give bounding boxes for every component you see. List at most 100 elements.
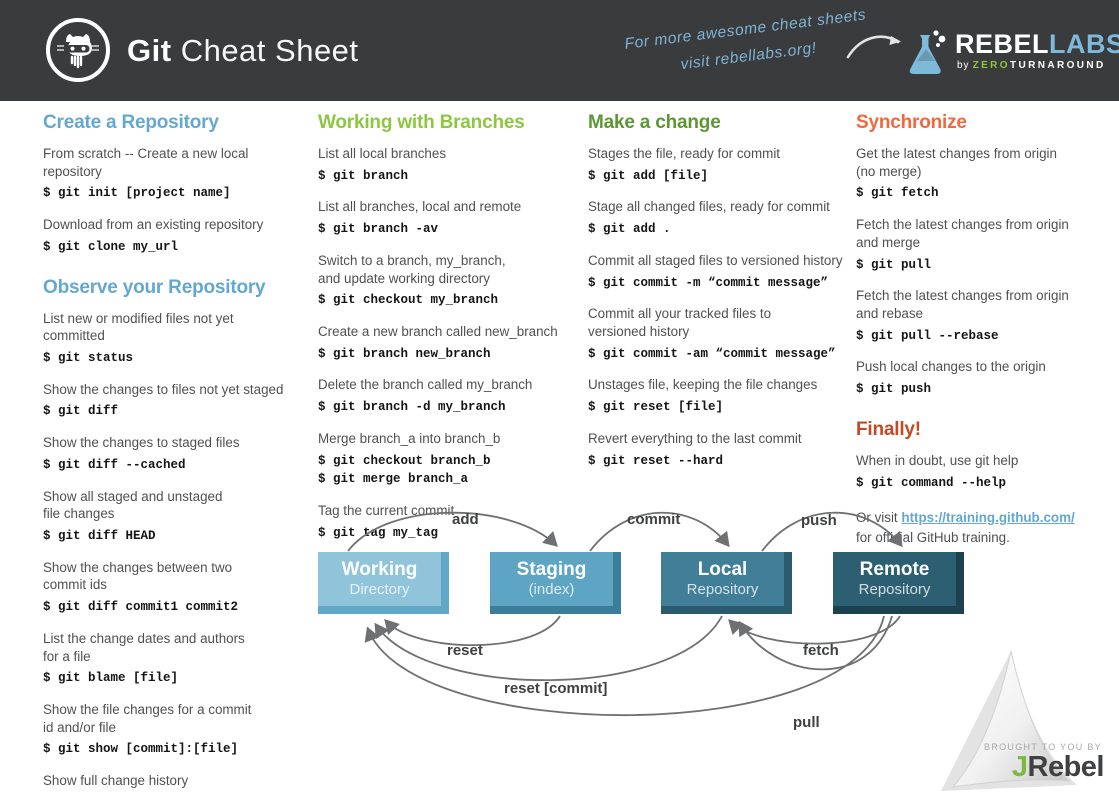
box-subtitle: Directory (349, 580, 410, 598)
git-command: $ git pull --rebase (856, 328, 999, 343)
git-command: $ git branch (318, 168, 409, 183)
git-command: $ git branch -av (318, 222, 439, 237)
git-command: $ git commit -m “commit message” (588, 275, 829, 290)
git-command: $ git status (43, 350, 134, 365)
cheat-item: Delete the branch called my_branch$ git … (318, 376, 574, 416)
git-command: $ git diff HEAD (43, 528, 156, 543)
cheat-item: Merge branch_a into branch_b $ git checko… (318, 430, 574, 489)
arrow-label-pull: pull (793, 714, 820, 731)
cheat-item: List all branches, local and remote $ git… (318, 198, 574, 238)
box-local-repository: Local Repository (661, 552, 792, 614)
git-command: $ git push (856, 382, 932, 397)
cheat-item: Push local changes to the origin $ git pu… (856, 358, 1112, 398)
cheat-item: Fetch the latest changes from origin and… (856, 216, 1112, 274)
command-description: Commit all staged files to versioned his… (588, 252, 843, 268)
cheat-item: Show the file changes for a commit id an… (43, 701, 295, 759)
section-heading: Working with Branches (318, 112, 525, 133)
git-command: $ git diff commit1 commit2 (43, 600, 239, 615)
command-description: Fetch the latest changes from origin and… (856, 217, 1069, 250)
cheat-item: Show the changes to files not yet staged… (43, 381, 295, 421)
logo-rebel-text: REBEL (955, 29, 1050, 59)
section-heading: Make a change (588, 112, 721, 133)
cheat-item: Get the latest changes from origin (no m… (856, 145, 1112, 203)
byline-zero: ZERO (972, 60, 1010, 71)
arrow-label-push: push (801, 512, 837, 529)
cheat-item: Show full change history$ git log (43, 772, 295, 793)
command-description: Show the changes to files not yet staged (43, 381, 284, 397)
cheat-item: Commit all staged files to versioned his… (588, 252, 850, 292)
cheat-item: Commit all your tracked files to version… (588, 305, 850, 363)
command-description: Show the file changes for a commit id an… (43, 701, 252, 735)
cheat-item: From scratch -- Create a new local repos… (43, 145, 295, 203)
section-heading: Finally! (856, 418, 921, 440)
command-description: Show full change history (43, 773, 189, 789)
command-description: Revert everything to the last commit (588, 430, 802, 446)
cheat-item: Fetch the latest changes from origin and… (856, 287, 1112, 345)
git-command: $ git reset [file] (588, 400, 724, 415)
command-description: When in doubt, use git help (856, 452, 1019, 468)
section-heading: Observe your Repository (43, 276, 266, 298)
box-subtitle: (index) (528, 580, 575, 598)
cheat-item: When in doubt, use git help $ git command… (856, 452, 1112, 492)
curved-arrow-icon (845, 28, 907, 67)
arrow-reset (384, 615, 561, 646)
arrow-label-commit: commit (627, 511, 681, 528)
byline-by: by (957, 60, 970, 71)
command-description: Push local changes to the origin (856, 359, 1046, 375)
cheat-item: List the change dates and authors for a … (43, 630, 295, 688)
git-command: $ git pull (856, 257, 932, 272)
jrebel-logo[interactable]: JRebel (1012, 751, 1105, 784)
arrow-reset-commit (374, 615, 723, 682)
arrow-commit (589, 511, 730, 552)
git-command: $ git commit -am “commit message” (588, 346, 836, 361)
box-title: Remote (859, 559, 930, 580)
section-heading: Create a Repository (43, 112, 219, 133)
git-command: $ git add [file] (588, 168, 709, 183)
github-training-link[interactable]: https://training.github.com/ (901, 510, 1075, 526)
section-finally-: Finally! When in doubt, use git help $ git… (856, 419, 1112, 547)
cheat-item: List new or modified files not yet commi… (43, 310, 295, 368)
cheat-item: Tag the current commit$ git tag my_tag (318, 502, 574, 542)
flask-icon (909, 30, 946, 74)
arrow-pull (364, 615, 885, 717)
command-description: Stage all changed files, ready for commi… (588, 199, 830, 215)
command-description: Merge branch_a into branch_b (318, 430, 501, 446)
arrow-label-reset: reset (447, 642, 483, 659)
cheat-item: Switch to a branch, my_branch, and updat… (318, 252, 574, 310)
cheat-item: Stages the file, ready for commit $ git a… (588, 145, 850, 185)
box-subtitle: Repository (858, 580, 931, 598)
git-command: $ git command --help (856, 475, 1007, 490)
git-command: $ git checkout branch_b (318, 453, 491, 468)
git-command: $ git reset --hard (588, 453, 724, 468)
box-remote-repository: Remote Repository (833, 552, 964, 614)
box-title: Local (697, 559, 748, 580)
cheat-item: Stage all changed files, ready for commi… (588, 198, 850, 238)
jrebel-rebel: Rebel (1027, 751, 1105, 783)
command-description: Stages the file, ready for commit (588, 146, 781, 161)
arrow-pull-to-local (738, 615, 893, 671)
git-command: $ git clone my_url (43, 239, 179, 254)
git-command: $ git blame [file] (43, 671, 179, 686)
git-command: $ git checkout my_branch (318, 293, 499, 308)
brought-to-you-by-label: BROUGHT TO YOU BY (984, 742, 1102, 752)
octocat-tentacles (70, 55, 83, 69)
title-git: Git (127, 33, 172, 68)
command-description: Show the changes between two commit ids (43, 559, 233, 593)
git-flow-arrows (347, 511, 903, 717)
git-command: $ git merge branch_a (318, 472, 469, 487)
box-title: Working (341, 559, 418, 580)
cheat-item: Show the changes to staged files$ git di… (43, 434, 295, 474)
cheat-item: Revert everything to the last commit $ gi… (588, 430, 850, 470)
command-description: Show all staged and unstaged file change… (43, 488, 223, 522)
box-working-directory: Working Directory (318, 552, 449, 614)
command-description: Download from an existing repository (43, 217, 264, 233)
command-description: List all branches, local and remote (318, 199, 522, 215)
arrow-push (761, 511, 903, 552)
